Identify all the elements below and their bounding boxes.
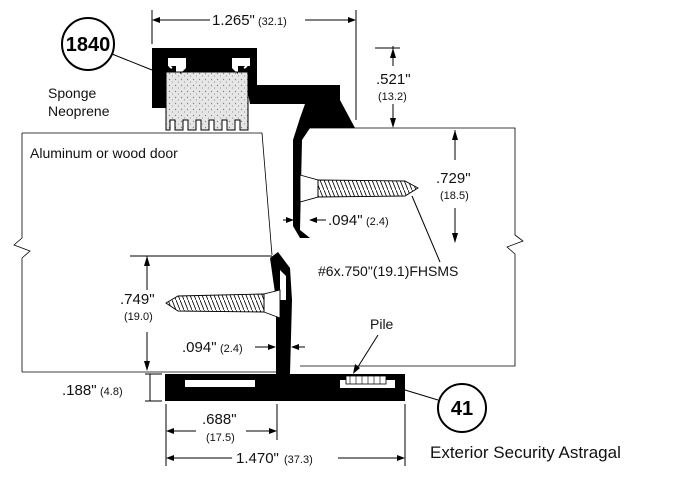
screw-right-mm: (18.5) [440, 190, 469, 202]
total-width-in: 1.470" [236, 450, 279, 467]
badge-41: 41 [404, 383, 487, 433]
top-width-in: 1.265" [212, 12, 255, 29]
screw-right-in: .729" [436, 170, 471, 187]
flange-mm: (17.5) [206, 432, 235, 444]
pile-label: Pile [370, 316, 394, 332]
dim-screw-left [130, 255, 272, 371]
pile-strip [345, 375, 387, 385]
screw-left-in: .749" [120, 291, 155, 308]
base-height-in: .188" [62, 382, 97, 399]
extrusion-1840 [152, 48, 355, 238]
dim-thick-right [283, 217, 326, 223]
right-door [300, 127, 524, 367]
flange-in: .688" [202, 411, 237, 428]
screw-left-mm: (19.0) [124, 311, 153, 323]
dim-top-width [151, 10, 357, 120]
screw-label: #6x.750"(19.1)FHSMS [318, 263, 458, 279]
badge-1840: 1840 [61, 17, 153, 71]
height-top-mm: (13.2) [378, 91, 407, 103]
dim-base-height [145, 373, 162, 402]
badge-41-text: 41 [451, 398, 473, 420]
thick-right-mm: (2.4) [366, 216, 389, 228]
dim-thick-left [255, 344, 305, 350]
dim-flange [165, 404, 278, 466]
screw-left [165, 289, 281, 319]
thick-left-mm: (2.4) [220, 343, 243, 355]
height-top-in: .521" [376, 71, 411, 88]
sponge-label-line2: Neoprene [48, 103, 110, 119]
extrusion-41 [165, 374, 405, 401]
thick-right-in: .094" [328, 212, 363, 229]
extrusion-41-leg [270, 252, 292, 374]
top-width-mm: (32.1) [258, 16, 287, 28]
left-door [13, 132, 290, 373]
diagram-title: Exterior Security Astragal [430, 443, 621, 462]
dim-screw-right [452, 130, 458, 243]
total-width-mm: (37.3) [284, 454, 313, 466]
base-height-mm: (4.8) [100, 386, 123, 398]
thick-left-in: .094" [182, 339, 217, 356]
dim-total-width [166, 404, 406, 466]
dim-height-top [375, 46, 400, 128]
door-label: Aluminum or wood door [30, 145, 178, 161]
badge-1840-text: 1840 [66, 34, 111, 56]
sponge-neoprene-seal [165, 71, 249, 131]
sponge-label-line1: Sponge [48, 85, 96, 101]
screw-right [299, 174, 419, 203]
pile-leader [353, 334, 379, 374]
